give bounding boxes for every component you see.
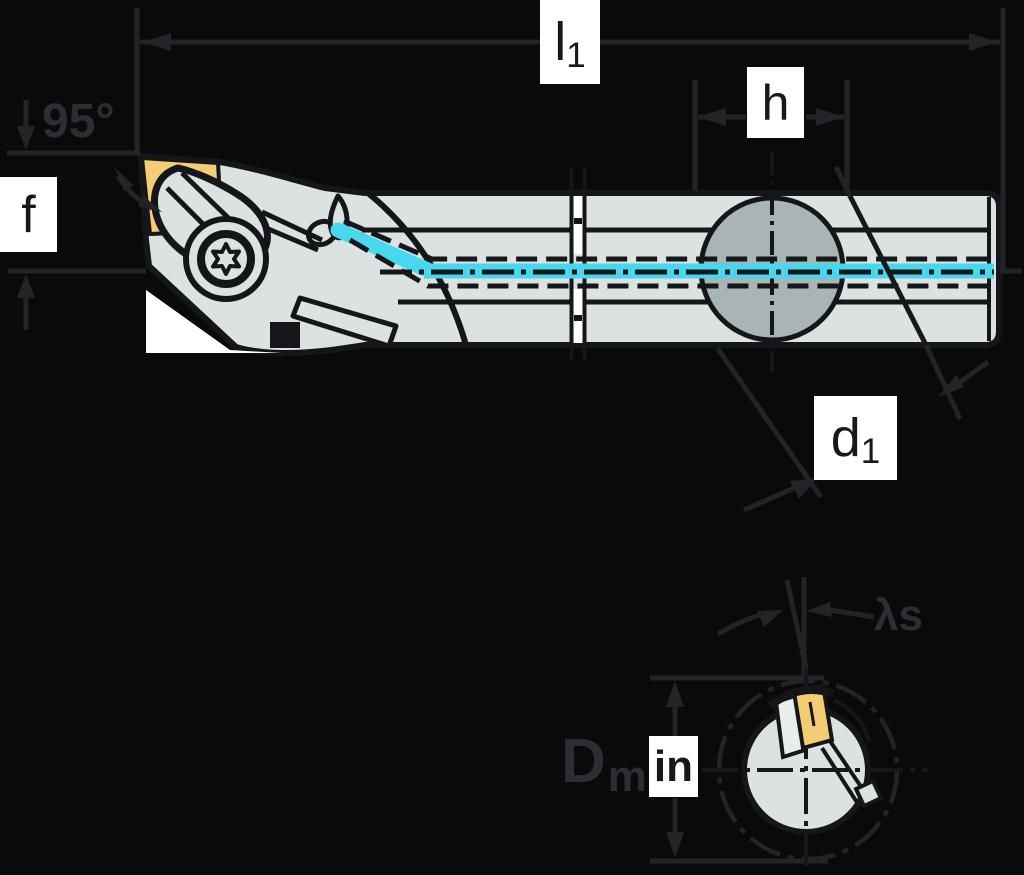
label-d1-sub: 1 — [860, 431, 881, 471]
arrow-up-right-icon — [790, 478, 817, 499]
tool-cross-section — [702, 668, 928, 866]
label-dmin-sub-in: in — [648, 736, 698, 797]
arrow-up-icon — [666, 681, 684, 707]
label-dmin-sub-m: m — [607, 752, 647, 801]
arrow-down-left-icon — [938, 375, 964, 397]
arrow-right-icon — [757, 610, 783, 627]
label-d1-base: d — [830, 408, 861, 468]
main-view — [7, 8, 1022, 513]
label-entering-angle: 95° — [42, 95, 115, 148]
dimension-dmin — [650, 675, 828, 864]
arrow-left-icon — [143, 33, 171, 51]
label-l1-base: l — [554, 12, 567, 72]
label-h: h — [747, 67, 804, 138]
arrow-down-icon — [17, 126, 35, 150]
dimension-h — [692, 80, 850, 191]
arrow-right-icon — [816, 108, 844, 126]
arrow-up-icon — [17, 274, 35, 298]
label-f: f — [0, 177, 57, 252]
label-inclination-angle: λs — [874, 591, 923, 640]
dimension-lambda-s — [716, 577, 875, 676]
clearance-wedge — [146, 290, 282, 353]
label-l1-sub: 1 — [566, 35, 586, 75]
arrow-down-icon — [666, 832, 684, 858]
arrow-right-icon — [969, 33, 997, 51]
torx-screw-head — [211, 242, 241, 276]
arrow-left-icon — [698, 108, 726, 126]
arrow-down-icon — [138, 196, 162, 212]
dimension-angle-95 — [115, 168, 162, 212]
label-dmin-base: D — [561, 727, 606, 796]
dimension-f — [7, 100, 140, 330]
arrow-up-icon — [115, 168, 133, 191]
dimension-d1 — [715, 165, 990, 513]
label-h-text: h — [761, 74, 790, 131]
label-f-text: f — [21, 185, 36, 244]
coolant-channel — [330, 218, 994, 289]
section-view — [650, 577, 928, 866]
label-dmin: D m in — [561, 731, 698, 799]
arrow-left-icon — [806, 602, 832, 617]
